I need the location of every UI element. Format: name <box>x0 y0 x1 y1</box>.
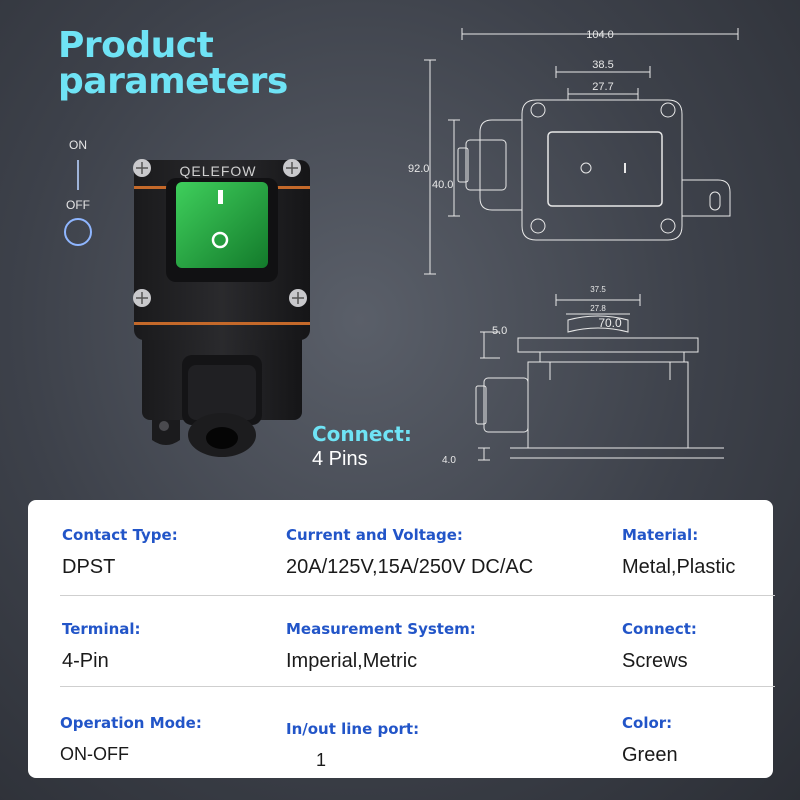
spec-color: Color: Green <box>622 714 678 767</box>
dim-top-width: 104.0 <box>586 29 614 41</box>
dimension-drawing: 104.0 38.5 27.7 92.0 40.0 37.5 27.8 70.0… <box>408 28 739 466</box>
spec-current-voltage: Current and Voltage: 20A/125V,15A/250V D… <box>286 526 533 579</box>
off-symbol-icon <box>64 218 92 246</box>
spec-value: 4-Pin <box>62 650 109 672</box>
row-divider <box>60 595 775 596</box>
dim-side-width: 70.0 <box>598 316 622 330</box>
spec-value: ON-OFF <box>60 744 129 764</box>
title-line-1: Product <box>58 25 214 66</box>
dim-height: 92.0 <box>408 163 429 175</box>
spec-value: 20A/125V,15A/250V DC/AC <box>286 556 534 578</box>
spec-key: Operation Mode: <box>60 714 202 732</box>
dim-side-depth: 5.0 <box>492 325 507 337</box>
spec-material: Material: Metal,Plastic <box>622 526 735 579</box>
spec-operation-mode: Operation Mode: ON-OFF <box>60 714 202 765</box>
spec-value: Screws <box>622 650 688 672</box>
spec-key: Contact Type: <box>62 526 178 544</box>
dim-outer-width: 38.5 <box>592 59 613 71</box>
spec-line-port: In/out line port: 1 <box>286 720 419 771</box>
spec-value: Metal,Plastic <box>622 556 736 578</box>
brand-label: QELEFOW <box>179 163 256 179</box>
spec-key: Color: <box>622 714 673 732</box>
specs-row-2: Terminal: 4-Pin Measurement System: Impe… <box>28 620 773 712</box>
spec-value: 1 <box>316 750 327 770</box>
dim-side-inner: 27.8 <box>590 304 606 313</box>
spec-key: Material: <box>622 526 699 544</box>
spec-value: DPST <box>62 556 116 578</box>
specs-row-3: Operation Mode: ON-OFF In/out line port:… <box>28 714 773 800</box>
page-title: Product parameters <box>58 28 288 100</box>
spec-key: Terminal: <box>62 620 141 638</box>
dim-inner-height: 40.0 <box>432 179 453 191</box>
on-label: ON <box>69 138 87 152</box>
top-view-drawing <box>424 28 739 275</box>
spec-key: Measurement System: <box>286 620 476 638</box>
dim-inner-width: 27.7 <box>592 81 613 93</box>
dim-side-outer: 37.5 <box>590 285 606 294</box>
connect-label: Connect: <box>312 422 412 446</box>
side-view-drawing <box>475 294 724 461</box>
specs-row-1: Contact Type: DPST Current and Voltage: … <box>28 526 773 618</box>
spec-value: Imperial,Metric <box>286 650 418 672</box>
specs-panel: Contact Type: DPST Current and Voltage: … <box>28 500 775 778</box>
spec-contact-type: Contact Type: DPST <box>62 526 178 579</box>
row-divider <box>60 686 775 687</box>
on-off-indicator: ON OFF <box>58 138 98 246</box>
spec-connect: Connect: Screws <box>622 620 697 673</box>
dim-side-base: 4.0 <box>442 455 456 466</box>
connect-callout: Connect: 4 Pins <box>312 422 412 471</box>
title-line-2: parameters <box>58 61 288 102</box>
on-symbol-icon <box>77 160 79 190</box>
spec-value: Green <box>622 744 678 766</box>
off-label: OFF <box>66 198 90 212</box>
spec-terminal: Terminal: 4-Pin <box>62 620 141 673</box>
spec-measurement-system: Measurement System: Imperial,Metric <box>286 620 476 673</box>
connect-value: 4 Pins <box>312 448 368 470</box>
spec-key: Current and Voltage: <box>286 526 463 544</box>
spec-key: In/out line port: <box>286 720 420 738</box>
spec-key: Connect: <box>622 620 697 638</box>
switch-product-image: QELEFOW <box>133 159 310 457</box>
